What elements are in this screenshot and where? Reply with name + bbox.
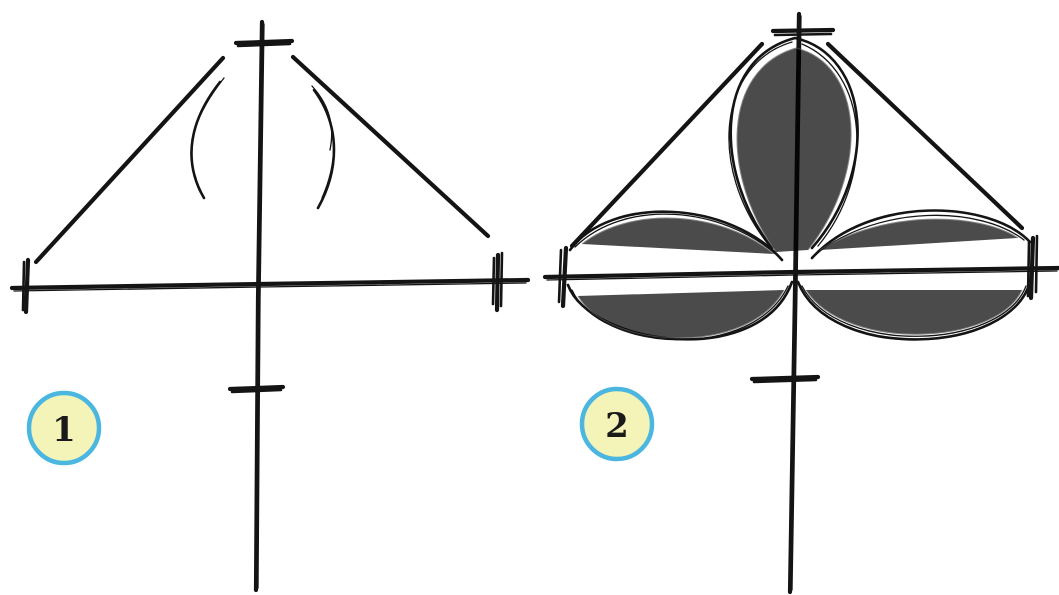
step-2-right-petal (812, 211, 1030, 258)
step-2-horizontal-axis (545, 268, 1059, 280)
step-2-right-tick (1031, 238, 1033, 298)
step-2-badge: 2 (582, 389, 652, 459)
step-1-badge: 1 (29, 393, 99, 463)
step-2-left-tick (563, 248, 566, 306)
step-2-lower-right-lobe (798, 282, 1030, 339)
step-1-top-tick (236, 41, 292, 43)
step-2-number: 2 (605, 406, 629, 446)
step-1-panel (12, 22, 528, 590)
step-2-top-tick (773, 30, 833, 31)
step-1-vertical-axis (256, 22, 264, 590)
step-2-bottom-tick (752, 377, 818, 379)
step-1-right-tick (497, 255, 498, 310)
step-1-right-diagonal (293, 57, 488, 236)
step-2-left-petal (570, 212, 782, 260)
step-1-left-tick (26, 260, 28, 312)
step-1-right-arc (312, 86, 334, 208)
step-1-horizontal-axis (12, 280, 528, 291)
step-2-top-petal (729, 38, 858, 252)
step-1-left-diagonal (36, 58, 223, 262)
step-2-lower-left-lobe (568, 282, 792, 340)
step-2-panel (545, 14, 1059, 592)
step-1-number: 1 (52, 410, 76, 450)
step-1-left-arc (191, 78, 224, 198)
step-2-left-diagonal (572, 44, 762, 246)
step-1-bottom-tick (230, 387, 283, 389)
